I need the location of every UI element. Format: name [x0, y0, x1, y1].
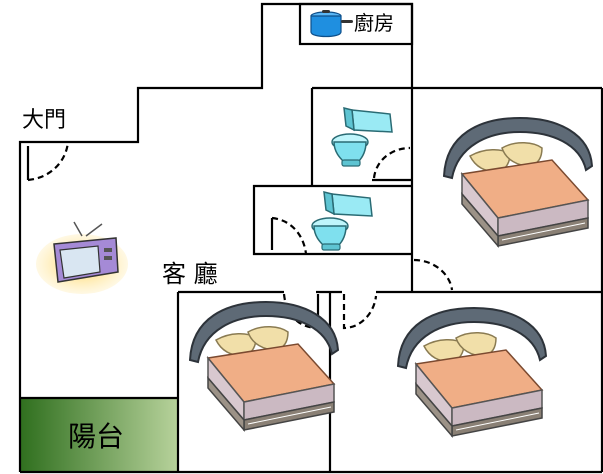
- walls: [18, 2, 603, 474]
- bath2-door-swing: [271, 216, 308, 255]
- kitchen-label: 廚房: [354, 11, 394, 35]
- main-door-label: 大門: [22, 108, 66, 133]
- balcony-label: 陽台: [68, 420, 124, 453]
- toilet-icon: [331, 107, 393, 167]
- bed-icon: [443, 117, 593, 247]
- cooking-pot-icon: [310, 10, 353, 38]
- bath1-door-swing: [372, 146, 411, 179]
- main-door-swing: [27, 141, 70, 182]
- doors: [26, 141, 454, 330]
- living-room-label: 客 廳: [162, 260, 218, 288]
- bedroom2-door-swing: [282, 293, 319, 330]
- toilet-icon: [311, 191, 373, 251]
- television-icon: [36, 221, 128, 294]
- bed-icon: [397, 307, 547, 437]
- master-door-swing: [413, 258, 454, 291]
- bedroom3-door-swing: [342, 294, 378, 330]
- bed-icon: [189, 301, 339, 431]
- balcony-area: [20, 398, 178, 472]
